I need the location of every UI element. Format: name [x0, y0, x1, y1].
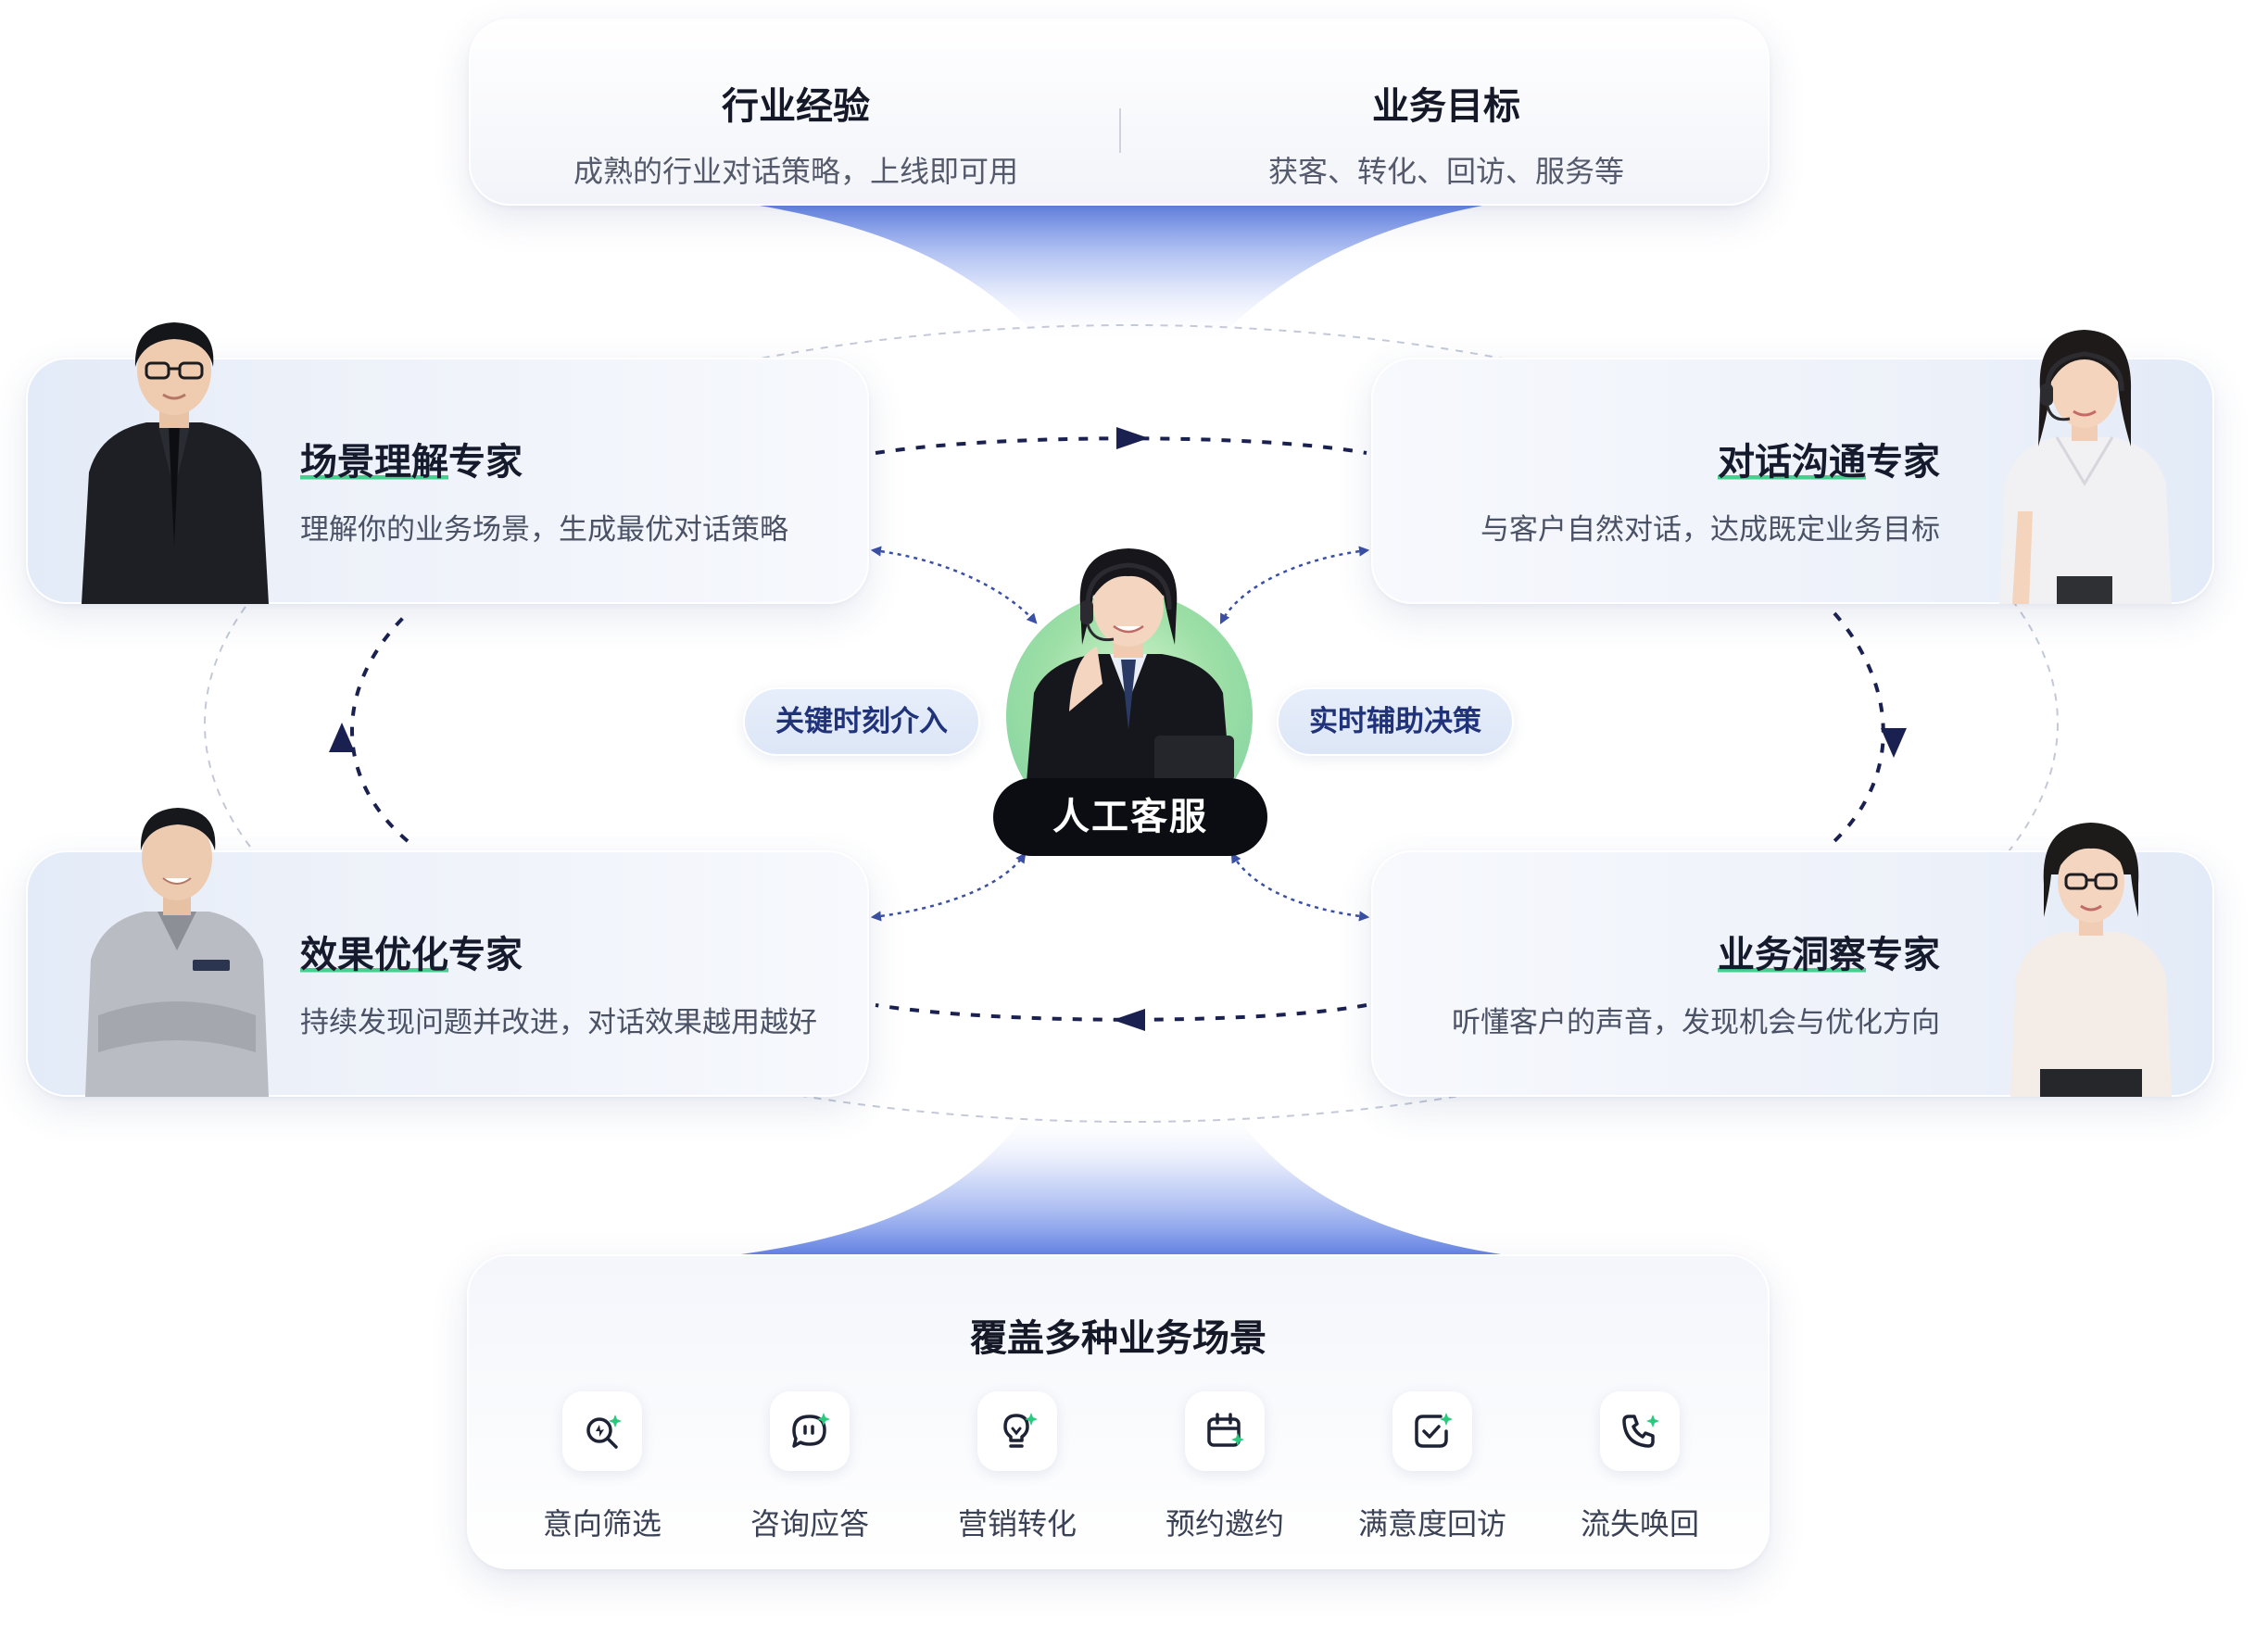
expert-title: 业务洞察专家: [1718, 934, 1940, 976]
business-goal: 业务目标 获客、转化、回访、服务等: [1121, 20, 1771, 208]
scenario-marketing[interactable]: 营销转化: [925, 1391, 1110, 1543]
scenarios-title: 覆盖多种业务场景: [970, 1317, 1266, 1360]
avatar-dialogue-expert: [1999, 330, 2172, 604]
expert-desc: 与客户自然对话，达成既定业务目标: [1480, 513, 1940, 547]
top-funnel: [760, 206, 1482, 343]
connector-bottom-left: [870, 852, 1027, 922]
lightbulb-icon: [977, 1391, 1057, 1471]
loop-arrow-right: [1833, 611, 1885, 843]
scenario-label: 满意度回访: [1357, 1506, 1506, 1541]
expert-desc: 持续发现问题并改进，对话效果越用越好: [300, 1006, 817, 1039]
business-goal-title: 业务目标: [1372, 85, 1520, 128]
checkbox-icon: [1392, 1391, 1472, 1471]
scenarios-panel: 覆盖多种业务场景 意向筛选 咨询应答: [467, 1254, 1770, 1569]
industry-experience-subtitle: 成熟的行业对话策略，上线即可用: [573, 154, 1018, 189]
expert-desc: 听懂客户的声音，发现机会与优化方向: [1452, 1006, 1940, 1039]
intervene-pill: 关键时刻介入: [743, 687, 980, 756]
industry-experience-title: 行业经验: [722, 85, 870, 128]
human-agent-avatar: [1027, 548, 1234, 782]
loop-arrow-left: [350, 611, 410, 843]
connector-top-left: [870, 546, 1038, 624]
scenario-winback[interactable]: 流失唤回: [1547, 1391, 1732, 1543]
top-panel: 行业经验 成熟的行业对话策略，上线即可用 业务目标 获客、转化、回访、服务等: [469, 19, 1770, 206]
scenario-label: 咨询应答: [750, 1506, 869, 1541]
loop-arrow-bottom: [875, 1003, 1367, 1022]
business-goal-subtitle: 获客、转化、回访、服务等: [1267, 154, 1624, 189]
scenario-consultation[interactable]: 咨询应答: [717, 1391, 902, 1543]
avatar-scene-expert: [82, 322, 269, 604]
assist-pill: 实时辅助决策: [1277, 687, 1514, 756]
search-sparkle-icon: [562, 1391, 642, 1471]
expert-title: 效果优化专家: [300, 934, 523, 976]
scenario-label: 意向筛选: [542, 1506, 662, 1541]
scenario-label: 流失唤回: [1580, 1506, 1699, 1541]
avatar-insight-expert: [2010, 823, 2172, 1097]
avatar-optimization-expert: [85, 808, 269, 1097]
expert-title: 对话沟通专家: [1718, 441, 1940, 484]
scenario-label: 营销转化: [957, 1506, 1077, 1541]
bottom-funnel: [741, 1112, 1501, 1254]
expert-desc: 理解你的业务场景，生成最优对话策略: [300, 513, 788, 547]
outer-ellipse: [204, 324, 2059, 1123]
calendar-icon: [1185, 1391, 1265, 1471]
industry-experience: 行业经验 成熟的行业对话策略，上线即可用: [471, 20, 1121, 208]
chat-bubble-icon: [770, 1391, 850, 1471]
scenario-appointment[interactable]: 预约邀约: [1132, 1391, 1317, 1543]
scenario-label: 预约邀约: [1165, 1506, 1284, 1541]
connector-top-right: [1219, 546, 1370, 624]
expert-title: 场景理解专家: [300, 441, 523, 484]
scenario-satisfaction[interactable]: 满意度回访: [1340, 1391, 1525, 1543]
scenario-intent-screening[interactable]: 意向筛选: [510, 1391, 695, 1543]
human-agent-label: 人工客服: [993, 778, 1267, 856]
phone-icon: [1600, 1391, 1680, 1471]
top-divider: [1119, 108, 1121, 153]
connector-bottom-right: [1230, 852, 1370, 922]
